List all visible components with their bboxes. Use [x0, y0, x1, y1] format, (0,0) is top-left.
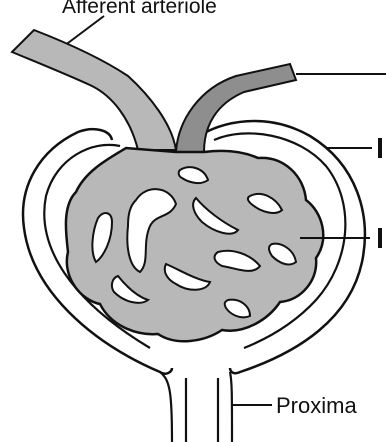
proximal-tubule [160, 372, 232, 442]
afferent-leader-line [64, 16, 104, 46]
cropped-label-fragment [378, 138, 382, 158]
afferent-arteriole [12, 30, 176, 150]
afferent-label-group: Afferent arteriole [62, 0, 217, 18]
afferent-arteriole-label: Afferent arteriole [62, 0, 217, 18]
cropped-label-fragment [378, 228, 382, 248]
proximal-tubule-label: Proxima [276, 393, 357, 418]
efferent-arteriole [176, 64, 296, 152]
